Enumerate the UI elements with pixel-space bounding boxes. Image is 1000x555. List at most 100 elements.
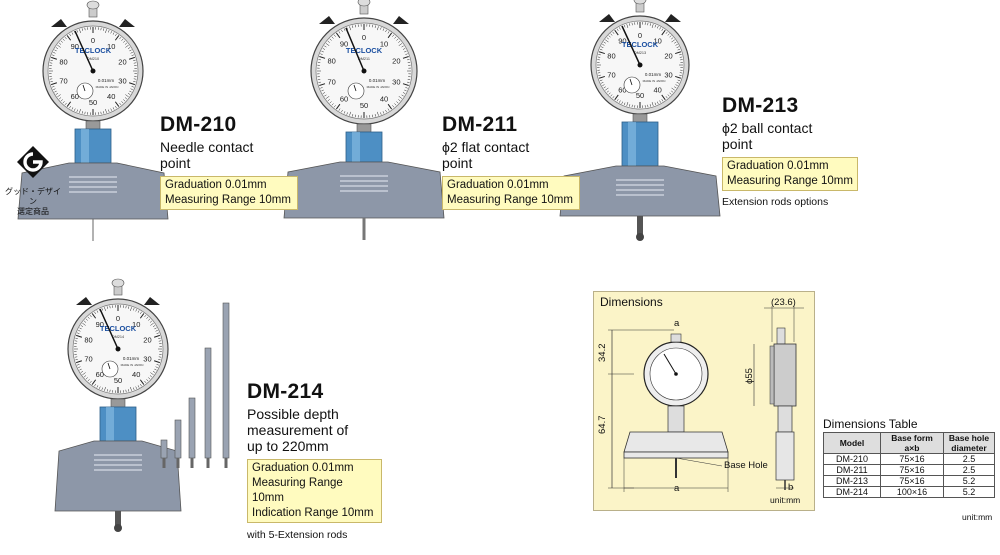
dial-tick — [85, 377, 88, 380]
dial-tick — [60, 99, 63, 102]
dial-tick — [380, 112, 382, 115]
base — [559, 165, 721, 217]
needle-hub — [90, 68, 96, 74]
dial-tick — [599, 79, 603, 82]
dial-tick — [679, 54, 682, 56]
dial-tick — [99, 386, 101, 389]
dial-tick — [76, 364, 80, 366]
dial-tick — [318, 59, 321, 61]
dial-tick — [651, 102, 654, 106]
dial-tick — [398, 99, 401, 102]
dial-tick — [621, 101, 623, 105]
dial-tick — [654, 102, 657, 106]
dial-tick — [677, 48, 681, 51]
dial-tick — [374, 25, 376, 28]
dial-number: 90 — [618, 37, 626, 46]
dial-tick — [402, 92, 406, 94]
dial-tick — [651, 24, 654, 28]
dial-tick — [657, 101, 659, 105]
neck — [632, 113, 648, 123]
stem-highlight — [352, 132, 360, 162]
dial-tick — [155, 330, 158, 332]
dial-tick — [152, 371, 156, 373]
dial-number: 60 — [71, 92, 79, 101]
dial-tick — [671, 90, 674, 93]
dial-tick — [133, 307, 135, 311]
dial-tick — [385, 29, 387, 33]
extension-rod — [160, 439, 168, 459]
dial-tick — [612, 96, 615, 99]
counter-hand — [82, 84, 86, 92]
dial-number: 60 — [96, 370, 104, 379]
dial-number: 50 — [636, 91, 644, 100]
dial-tick — [398, 96, 403, 99]
dial-tick — [89, 380, 92, 384]
cell-base-hole: 2.5 — [943, 453, 995, 465]
dial-tick — [51, 86, 55, 88]
dial-tick — [76, 109, 78, 113]
dial-tick — [80, 325, 84, 327]
dial-tick — [675, 84, 678, 86]
cap-knob — [633, 0, 647, 5]
dial-tick — [679, 74, 682, 76]
dial-tick — [394, 36, 397, 39]
dial-tick — [133, 387, 135, 391]
counter-hand — [107, 362, 111, 370]
dim-diameter: ϕ55 — [744, 368, 755, 384]
dial-tick — [327, 99, 330, 102]
made-in-label: MADE IN JAPAN — [367, 85, 390, 89]
dial-tick — [319, 83, 326, 86]
dial-tick — [66, 101, 72, 107]
dial-tick — [139, 379, 145, 385]
dial-number: 50 — [114, 376, 122, 385]
dial-tick — [87, 379, 90, 382]
dial-number: 20 — [664, 52, 672, 61]
dial-tick — [659, 27, 661, 30]
dial-tick — [123, 99, 126, 102]
counter-hand — [353, 84, 357, 92]
dial-tick — [80, 371, 84, 373]
dial-tick — [382, 111, 385, 114]
dial-number: 70 — [59, 77, 67, 86]
dial-tick — [152, 325, 156, 327]
dial-tick — [392, 34, 395, 37]
dimensions-panel: Dimensions (23.6) 34.2 64.7 ϕ55 — [593, 291, 815, 511]
dial-tick — [101, 307, 103, 311]
dial-tick — [401, 94, 404, 97]
model-note: with 5-Extension rods — [247, 529, 348, 541]
dial-tick — [616, 99, 619, 102]
dim-top-width: (23.6) — [771, 297, 796, 308]
dial-number: 10 — [380, 39, 388, 48]
flat-contact-point — [362, 218, 366, 240]
needle-hub — [115, 346, 121, 352]
dial-tick — [404, 89, 407, 92]
dial-tick — [343, 111, 346, 114]
dial-tick — [671, 39, 675, 43]
dial-tick — [62, 101, 65, 104]
dial-tick — [135, 309, 137, 312]
dial-number: 20 — [118, 57, 126, 66]
dial-tick — [55, 47, 59, 49]
dial-tick — [600, 46, 604, 48]
dial-tick — [156, 364, 160, 366]
dial-tick — [114, 35, 120, 41]
dial-tick — [325, 43, 330, 46]
dial-tick — [146, 316, 149, 319]
good-design-caption: グッド・デザイン選定商品 — [5, 187, 61, 216]
dial-tick — [320, 87, 323, 89]
dial-tick — [603, 41, 606, 44]
model-title: DM-213 — [722, 94, 799, 117]
brand-label: TECLOCK — [346, 46, 383, 55]
dial-number: 70 — [607, 70, 615, 79]
good-design-logo-icon — [17, 146, 49, 178]
model-code: DM210 — [87, 57, 99, 61]
neck — [110, 398, 126, 408]
dial-tick — [382, 28, 385, 31]
neck — [356, 123, 372, 133]
dm-210-gauge-illustration: 0102030405060708090TECLOCKDM2100.01mmMAD… — [17, 0, 169, 241]
dial-tick — [676, 46, 680, 48]
dial-tick — [50, 81, 53, 83]
dial-tick — [608, 35, 611, 38]
